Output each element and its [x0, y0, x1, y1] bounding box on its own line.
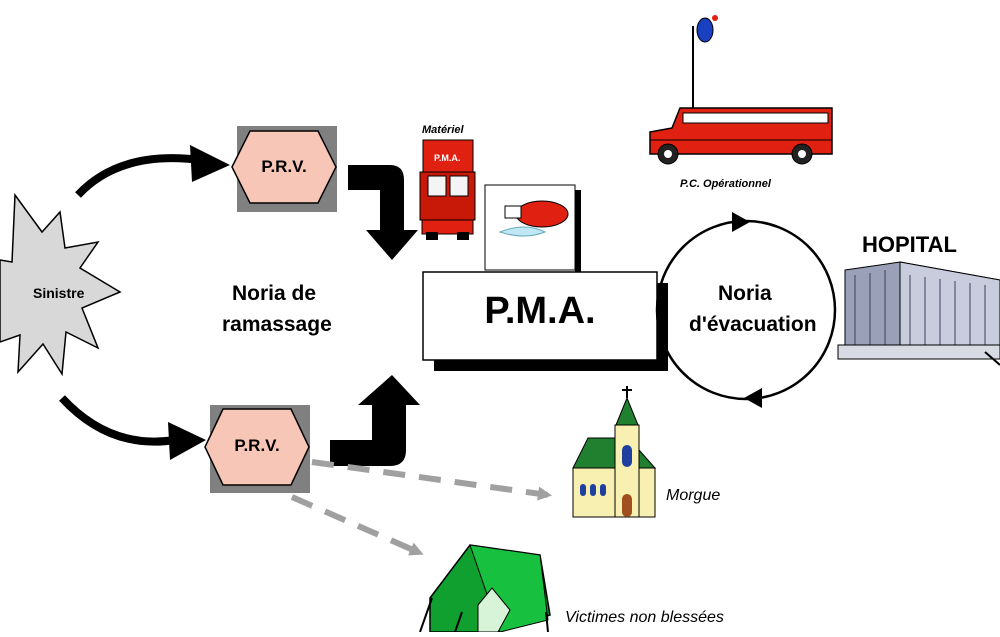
- pc-operationnel-label: P.C. Opérationnel: [680, 178, 771, 190]
- prv-bottom: [204, 405, 310, 493]
- arrow-sinistre-to-prv-bottom: [59, 395, 206, 460]
- hopital-label: HOPITAL: [862, 232, 957, 257]
- church-morgue-icon: [572, 386, 657, 518]
- noria-evacuation-line2: d'évacuation: [689, 313, 817, 336]
- pma-box: [422, 271, 668, 371]
- sinistre-burst: [0, 192, 122, 377]
- hospital-building-icon: [837, 261, 1000, 366]
- evacuation-loop: [655, 212, 837, 408]
- pma-title: P.M.A.: [484, 290, 596, 332]
- medical-equipment-card: [484, 184, 581, 272]
- arrow-prv-top-to-pma: [348, 165, 418, 260]
- prv-top: [231, 126, 337, 212]
- arrow-prv-to-morgue: [311, 459, 552, 501]
- arrow-prv-to-tent: [290, 494, 424, 556]
- pc-bus-icon: [649, 15, 833, 165]
- sinistre-label: Sinistre: [33, 285, 85, 301]
- noria-evacuation-line1: Noria: [718, 282, 772, 305]
- noria-ramassage-line2: ramassage: [222, 313, 332, 336]
- morgue-label: Morgue: [666, 487, 721, 504]
- prv-top-label: P.R.V.: [261, 157, 307, 176]
- pma-truck-sign: P.M.A.: [434, 153, 461, 163]
- prv-bottom-label: P.R.V.: [234, 436, 280, 455]
- noria-ramassage-line1: Noria de: [232, 282, 317, 305]
- arrow-prv-bottom-to-pma: [330, 375, 420, 466]
- pma-truck-icon: [419, 139, 476, 240]
- materiel-label: Matériel: [422, 124, 464, 136]
- tent-icon: [419, 544, 551, 633]
- victimes-label: Victimes non blessées: [565, 609, 724, 626]
- arrow-sinistre-to-prv-top: [75, 145, 230, 198]
